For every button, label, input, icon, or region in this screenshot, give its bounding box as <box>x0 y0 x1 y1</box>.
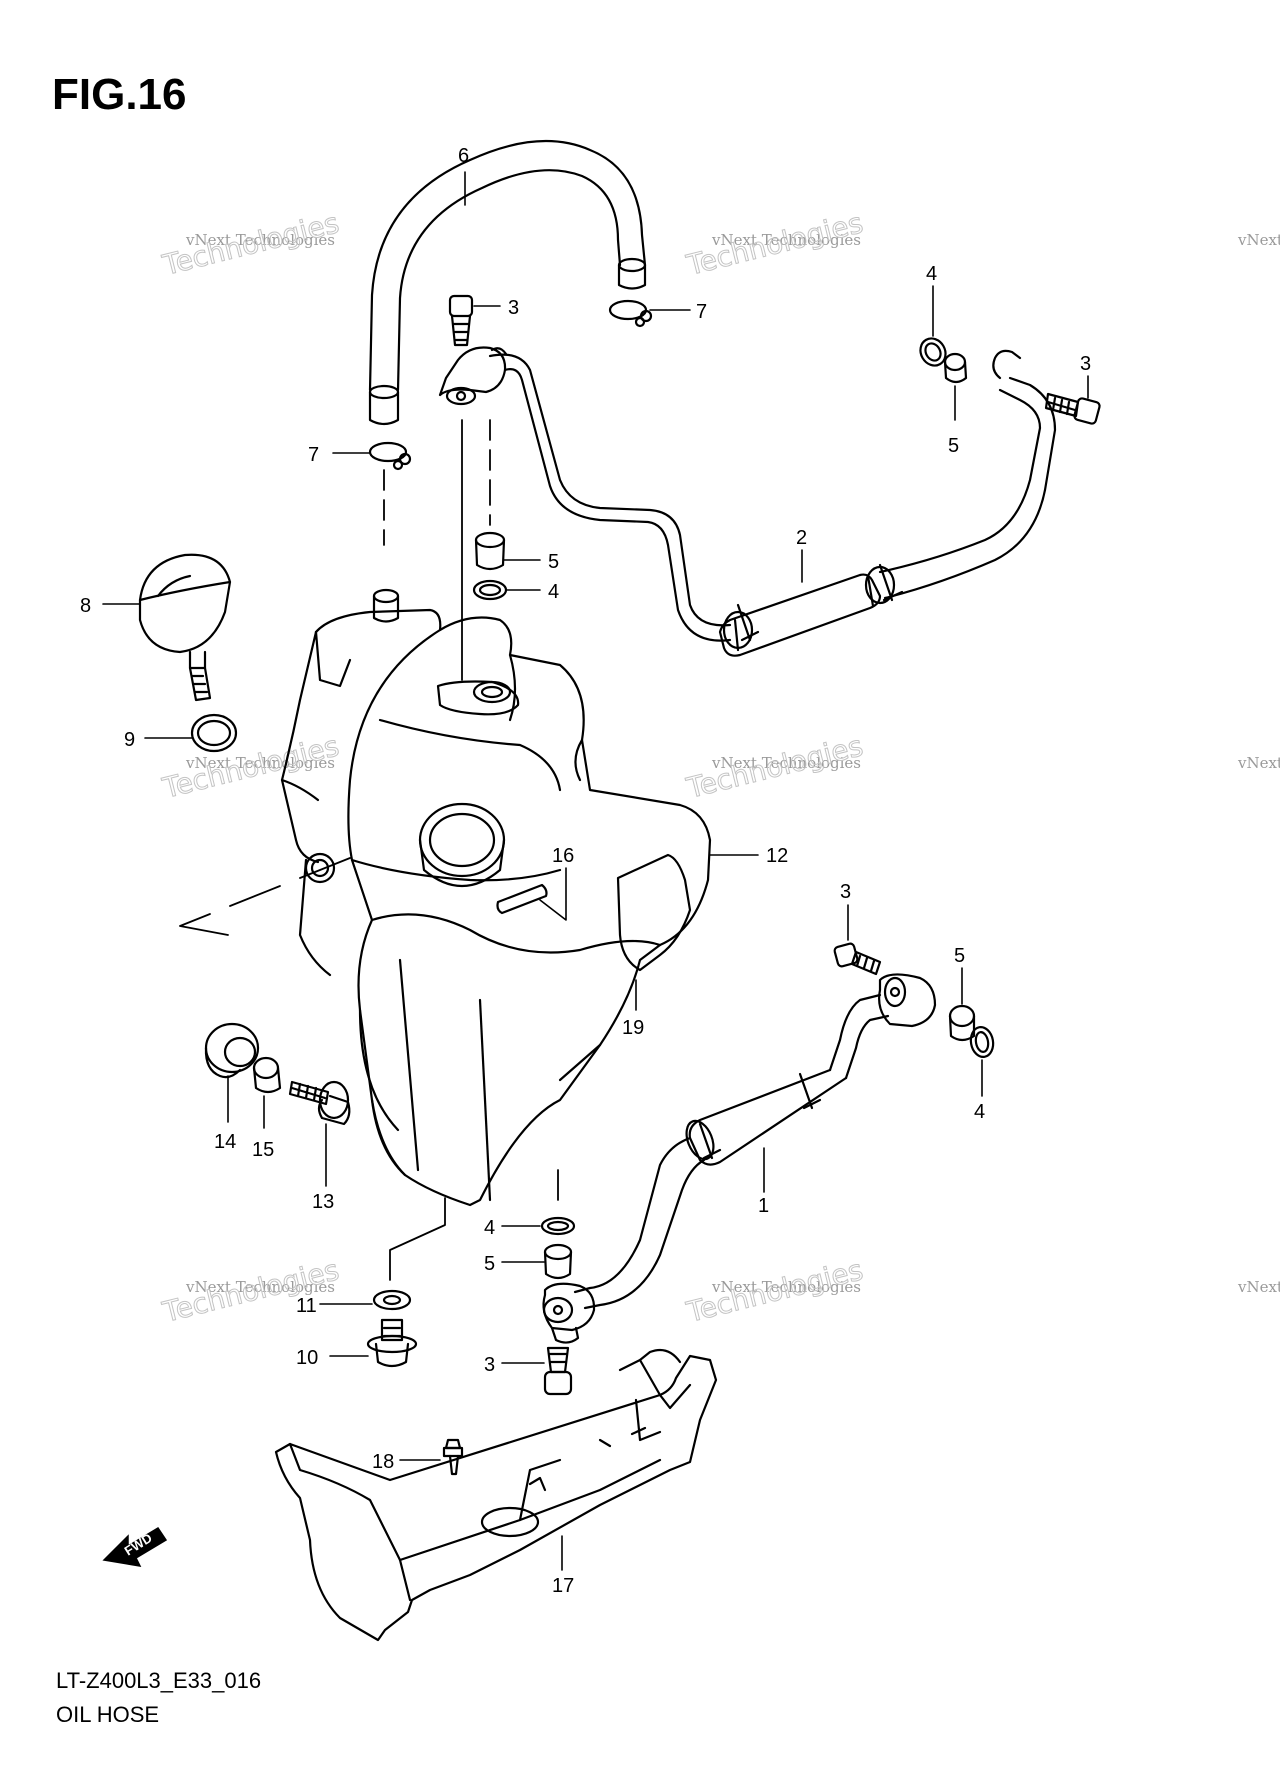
figure-title: FIG.16 <box>52 70 187 119</box>
diagram-code: LT-Z400L3_E33_016 <box>56 1668 262 1693</box>
part-11-gasket <box>372 1289 412 1311</box>
part-15-collar <box>252 1056 282 1094</box>
part-4-washer-center <box>472 579 508 601</box>
callout-4: 4 <box>548 581 559 603</box>
watermark-3: vNext Technologies Technologies <box>158 729 342 806</box>
part-14-grommet <box>204 1022 260 1079</box>
part-4-washer-upper-right <box>919 337 947 367</box>
part-10-drain-bolt <box>366 1318 418 1368</box>
fwd-arrow: FWD <box>102 1526 168 1567</box>
callout-13: 13 <box>312 1191 334 1213</box>
watermark-layer: vNext Technologies Technologies vNext Te… <box>158 206 1280 1330</box>
callout-9: 9 <box>124 729 135 751</box>
callout-10: 10 <box>296 1347 318 1369</box>
watermark-2: vNext Technologies Technologies <box>682 206 866 283</box>
part-7-clamp-upper <box>608 299 653 328</box>
watermark-text: vNext <box>1237 231 1280 249</box>
watermark-text: Technologies <box>159 1253 342 1329</box>
watermark-text: Technologies <box>159 729 342 805</box>
watermark-text: vNext Technologies <box>711 1278 861 1296</box>
part-6-breather-hose <box>368 139 647 426</box>
watermark-text: vNext Technologies <box>185 754 335 772</box>
callout-7: 7 <box>308 444 319 466</box>
part-8-filler-cap <box>138 553 232 702</box>
callout-19: 19 <box>622 1017 644 1039</box>
watermark-text: vNext <box>1237 1278 1280 1296</box>
watermark-6: vNext Technologies Technologies <box>682 1253 866 1330</box>
watermark-text: vNext Technologies <box>185 1278 335 1296</box>
part-4-washer-bottom <box>540 1216 576 1236</box>
part-17-skid-plate <box>274 1348 718 1642</box>
part-13-flange-bolt <box>288 1080 351 1126</box>
callout-5: 5 <box>948 435 959 457</box>
part-5-spacer-bottom <box>543 1243 573 1280</box>
callout-17: 17 <box>552 1575 574 1597</box>
watermark-5: vNext Technologies Technologies <box>158 1253 342 1330</box>
watermark-4: vNext Technologies Technologies <box>682 729 866 806</box>
callout-1: 1 <box>758 1195 769 1217</box>
callout-15: 15 <box>252 1139 274 1161</box>
callout-3: 3 <box>508 297 519 319</box>
part-12-oil-tank <box>280 588 712 1207</box>
part-1-oil-hose-lower <box>542 973 937 1344</box>
callout-4: 4 <box>926 263 937 285</box>
watermark-text: vNext Technologies <box>711 231 861 249</box>
callout-2: 2 <box>796 527 807 549</box>
watermark-text: Technologies <box>683 1253 866 1329</box>
part-5-spacer-upper-right <box>943 352 968 384</box>
callout-16: 16 <box>552 845 574 867</box>
watermark-edge: vNext vNext vNext <box>1237 231 1280 1296</box>
callout-8: 8 <box>80 595 91 617</box>
callout-7: 7 <box>696 301 707 323</box>
callout-5: 5 <box>954 945 965 967</box>
callout-14: 14 <box>214 1131 236 1153</box>
part-2-oil-hose-upper <box>488 349 1057 657</box>
watermark-text: Technologies <box>683 206 866 282</box>
part-3-bolt-top <box>448 294 474 347</box>
diagram-name: OIL HOSE <box>56 1702 160 1727</box>
watermark-text: vNext <box>1237 754 1280 772</box>
callout-3: 3 <box>484 1354 495 1376</box>
part-5-spacer-right-middle <box>948 1004 976 1042</box>
part-3-bolt-right <box>1044 392 1101 425</box>
callout-6: 6 <box>458 145 469 167</box>
callout-18: 18 <box>372 1451 394 1473</box>
watermark-text: Technologies <box>683 729 866 805</box>
part-18-clip <box>442 1438 464 1476</box>
part-9-o-ring <box>190 713 238 753</box>
callout-4: 4 <box>484 1217 495 1239</box>
watermark-text: vNext Technologies <box>711 754 861 772</box>
callout-5: 5 <box>548 551 559 573</box>
watermark-text: vNext Technologies <box>185 231 335 249</box>
callout-4: 4 <box>974 1101 985 1123</box>
part-3-bolt-bottom <box>543 1346 573 1396</box>
callout-5: 5 <box>484 1253 495 1275</box>
callout-labels: 6 3 7 4 3 5 7 5 4 2 8 9 12 16 19 3 5 4 1… <box>80 145 1091 1597</box>
leader-lines <box>102 171 1089 1571</box>
watermark-1: vNext Technologies Technologies <box>158 206 342 283</box>
part-7-clamp-left <box>368 441 412 471</box>
callout-3: 3 <box>840 881 851 903</box>
part-3-bolt-right-middle <box>833 942 882 976</box>
callout-3: 3 <box>1080 353 1091 375</box>
callout-12: 12 <box>766 845 788 867</box>
callout-11: 11 <box>296 1295 317 1317</box>
watermark-text: Technologies <box>159 206 342 282</box>
part-4-washer-right-middle <box>969 1026 995 1058</box>
part-5-spacer-center <box>474 531 506 571</box>
